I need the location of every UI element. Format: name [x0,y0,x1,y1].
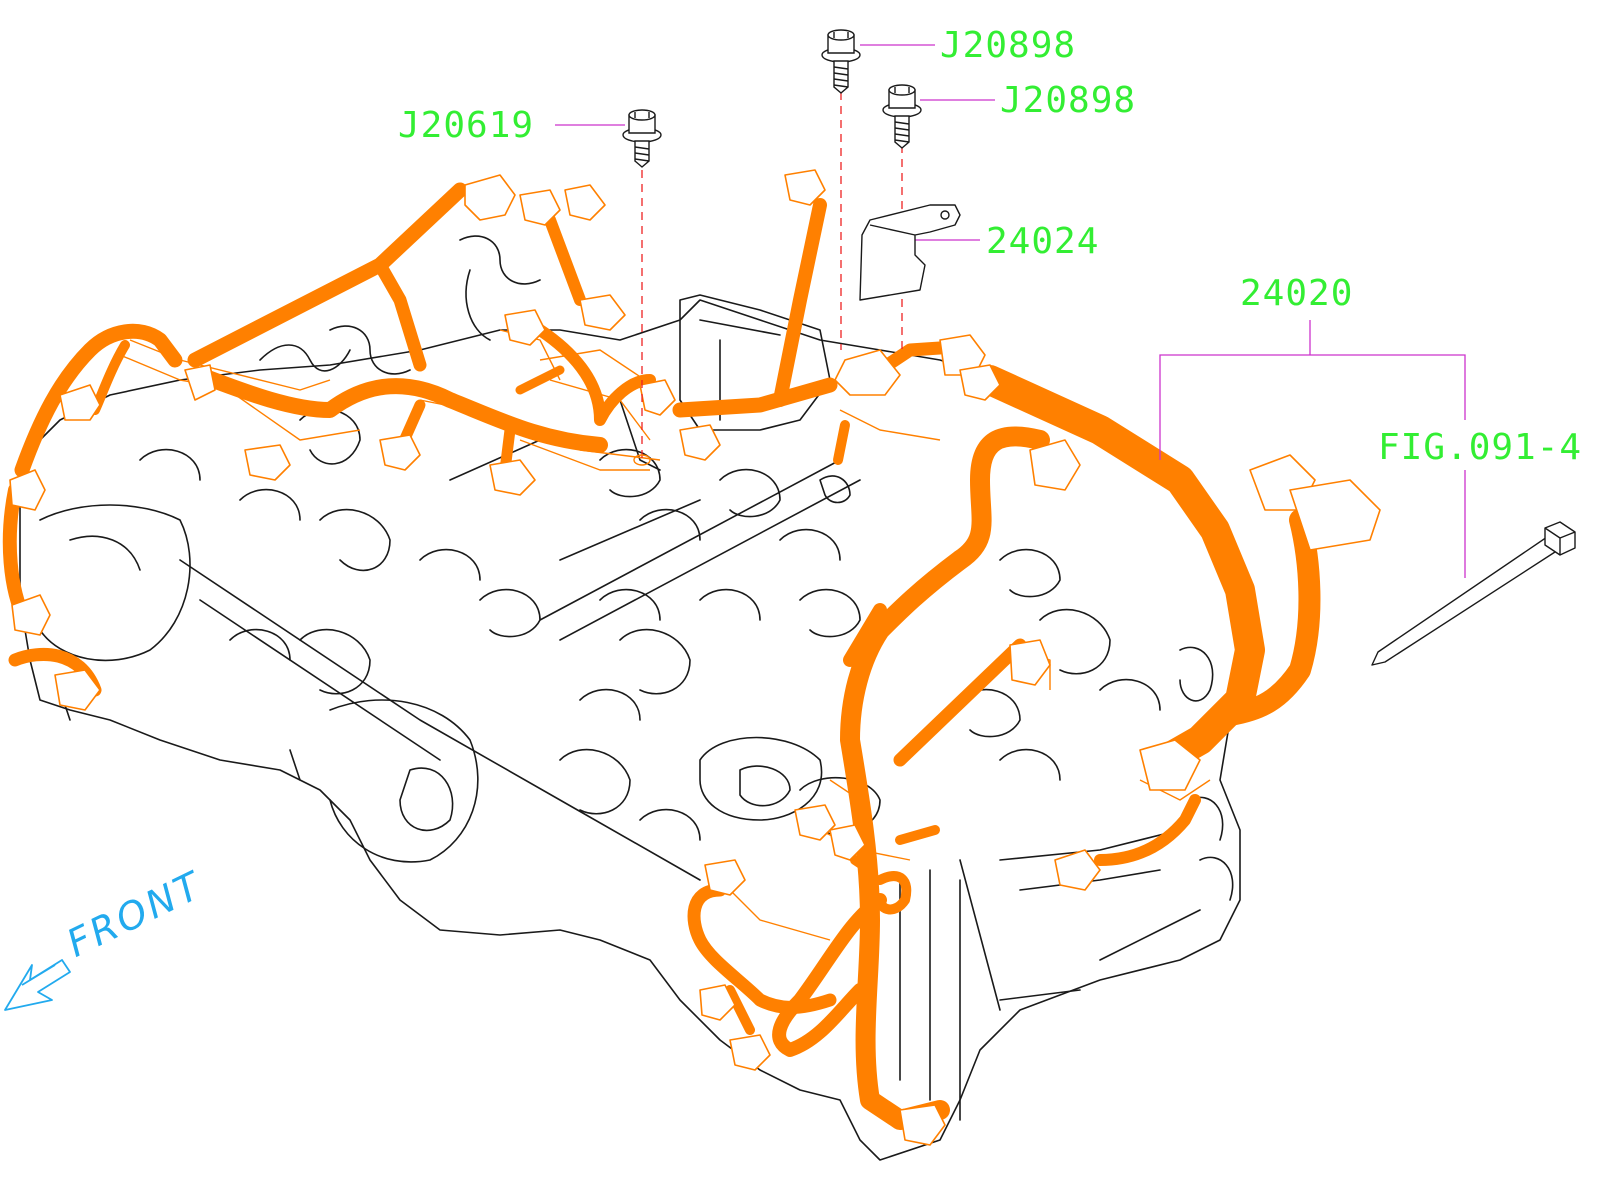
harness-loop-small [875,871,912,915]
harness-bottom-left-loop [687,883,837,1014]
harness-top-left [187,182,468,368]
connector [959,364,1001,401]
connector [829,824,866,861]
leader-lines [555,44,1466,578]
cable-tie-icon [1371,521,1576,666]
harness-vertical-up [773,198,827,407]
harness-right-trunk [975,365,1265,775]
harness-lower-loop [772,893,887,1057]
harness-diag-spur [544,214,586,306]
connector [1029,439,1081,491]
connector [794,804,836,841]
connector [564,184,606,221]
harness-right-low [1094,794,1201,866]
harness-bottom-stub-3 [850,855,875,875]
connector [59,384,101,421]
callout-bracket: 24024 [986,221,1100,262]
bolt-top [821,29,861,94]
harness-left-spur [90,340,130,415]
connector [519,189,561,226]
harness-right-drop [833,420,850,465]
leader-harness [1159,354,1466,460]
connector [504,309,546,346]
callout-harness: 24020 [1240,273,1354,314]
harness-bottom-stub-1 [725,985,755,1035]
harness-mid-run [192,367,608,453]
bolt-hole [633,454,651,466]
harness-diag-to-center [893,638,1027,767]
harness-s-curve [840,426,1050,1130]
connector [704,859,746,896]
harness-right-branch [1219,509,1321,726]
connector [1054,849,1101,891]
callout-clip-ref: FIG.091-4 [1378,427,1583,468]
connector [729,1034,771,1071]
connector [11,594,51,636]
front-arrow-icon [4,959,71,1011]
callout-bolt-top: J20898 [940,25,1077,66]
connector [899,1104,946,1146]
bolt-right [882,84,922,149]
connector [379,434,421,471]
connector [489,459,536,496]
connector [9,469,46,511]
engine-wiring-harness [2,182,1321,1130]
callout-bolt-left: J20619 [398,105,535,146]
harness-center-stub [515,365,565,395]
flange-bolt-icon [622,29,922,168]
connector [579,294,626,331]
connector [699,984,736,1021]
bolt-left [622,109,662,168]
harness-bottom-stub-2 [895,825,940,845]
harness-center-right [672,377,838,418]
connector [184,364,216,401]
connector [1009,639,1051,686]
harness-connectors [9,169,1381,1146]
harness-center-loop [534,324,656,426]
connector [679,424,721,461]
harness-bracket-icon [859,204,961,301]
connector [1139,739,1201,791]
harness-s-branch [843,603,887,667]
callout-bolt-right: J20898 [1000,80,1137,121]
connector [54,669,101,711]
connector [1289,479,1381,551]
connector [939,334,986,376]
connector [784,169,826,206]
connector [834,349,901,396]
harness-left-loop [14,323,183,478]
connector [464,174,516,221]
connector [244,444,291,481]
harness-top-left-drop [373,258,427,372]
connector [639,379,676,416]
